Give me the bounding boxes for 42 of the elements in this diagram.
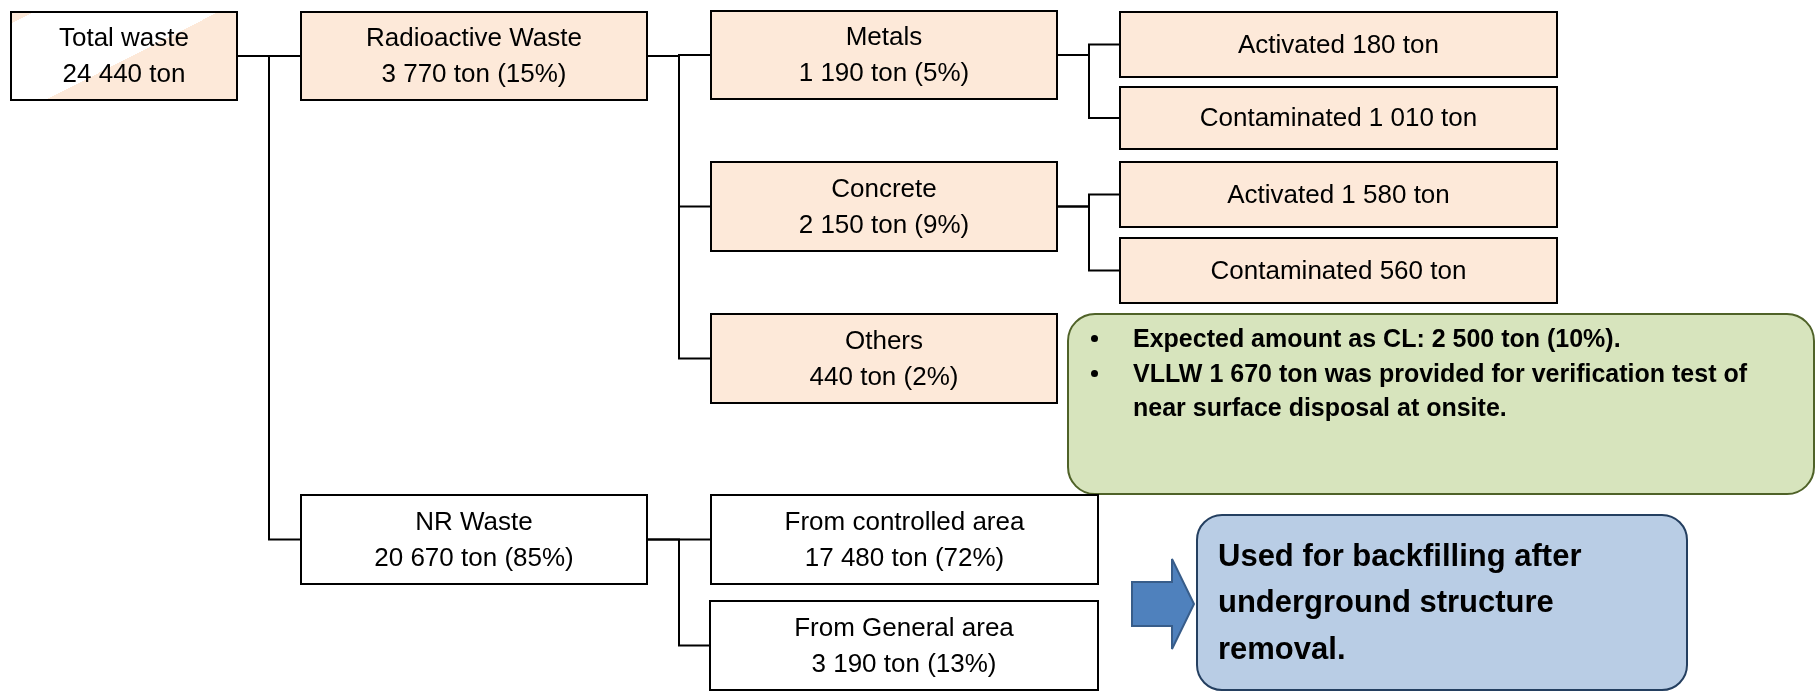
category-box	[709, 600, 1099, 691]
category-name: From General area	[794, 610, 1014, 644]
category-name: Metals	[845, 20, 923, 54]
category-box	[1119, 86, 1558, 150]
category-box	[710, 313, 1058, 404]
category-box	[1119, 237, 1558, 304]
category-box	[10, 11, 238, 101]
category-box	[300, 11, 648, 101]
category-box	[1119, 11, 1558, 78]
note-callout	[1067, 313, 1815, 495]
category-name: Total waste	[58, 21, 190, 55]
amount-text: Contaminated 560 ton	[1210, 253, 1467, 287]
note-text: Used for backfilling after underground structure removal.	[1218, 536, 1583, 668]
category-box	[1119, 161, 1558, 228]
connector-line	[647, 538, 710, 647]
amount-text: Activated 180 ton	[1238, 27, 1439, 61]
amount-text: 3 770 ton (15%)	[381, 57, 567, 90]
category-name: Concrete	[831, 171, 937, 205]
category-name: Radioactive Waste	[366, 21, 582, 55]
amount-text: 20 670 ton (85%)	[374, 540, 574, 574]
note-text: Expected amount as CL: 2 500 ton (10%).	[1133, 324, 1621, 352]
category-box	[710, 10, 1058, 100]
note-box	[1196, 514, 1688, 691]
amount-text: Contaminated 1 010 ton	[1199, 101, 1478, 135]
connector-line	[1057, 205, 1120, 272]
category-box	[710, 494, 1099, 585]
category-box	[300, 494, 648, 585]
category-name: NR Waste	[415, 504, 533, 538]
amount-text: 17 480 ton (72%)	[804, 540, 1005, 574]
amount-text: Activated 1 580 ton	[1227, 177, 1450, 211]
amount-text: 1 190 ton (5%)	[798, 56, 970, 89]
amount-text: 24 440 ton	[62, 57, 186, 90]
connector-line	[1057, 54, 1120, 119]
amount-text: 440 ton (2%)	[809, 359, 959, 393]
amount-text: 3 190 ton (13%)	[811, 646, 997, 680]
category-name: From controlled area	[784, 504, 1025, 538]
category-name: Others	[845, 323, 923, 357]
note-text: VLLW 1 670 ton was provided for verification test of near surface disposal at onsite.	[1133, 358, 1747, 421]
amount-text: 2 150 ton (9%)	[798, 207, 970, 241]
category-box	[710, 161, 1058, 252]
connector-line	[647, 55, 711, 360]
block-arrow	[1131, 558, 1196, 650]
